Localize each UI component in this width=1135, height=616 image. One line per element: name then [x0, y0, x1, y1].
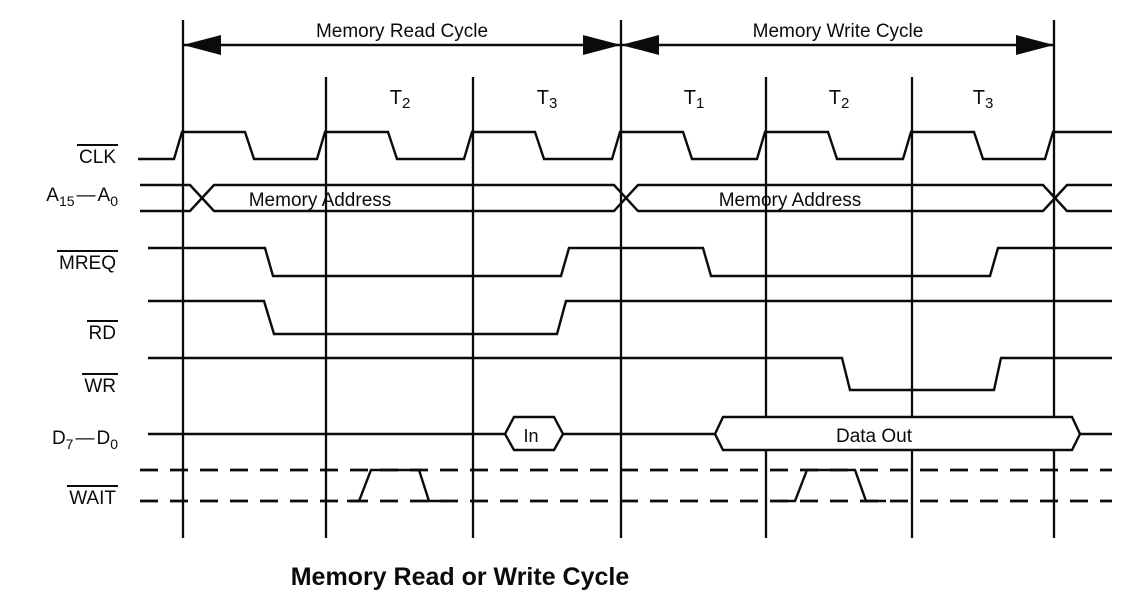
wait-waveform [140, 468, 1112, 503]
wait-label: WAIT [67, 485, 118, 508]
mreq-waveform [148, 246, 1112, 278]
clk-label: CLK [77, 144, 118, 167]
clk-overline: CLK [77, 144, 118, 167]
memory-address-label-read: Memory Address [248, 190, 392, 211]
address-bus-waveform [140, 183, 1112, 213]
address-bus-label: A15—A0 [46, 185, 118, 209]
t-state-label-t2-read: T2 [389, 87, 411, 112]
read-cycle-label-text: Memory Read Cycle [315, 21, 489, 42]
arrowhead-right-icon [583, 35, 621, 55]
t-state-label-t2-write: T2 [828, 87, 850, 112]
data-out-label: Data Out [835, 426, 913, 447]
memory-address-label-write: Memory Address [718, 190, 862, 211]
mreq-label: MREQ [57, 250, 118, 273]
rd-waveform [148, 299, 1112, 336]
write-cycle-label-text: Memory Write Cycle [752, 21, 924, 42]
address-bus-rail-b [140, 183, 1112, 213]
data-bus-waveform [148, 415, 1112, 452]
figure-caption: Memory Read or Write Cycle [290, 563, 630, 591]
mreq-overline: MREQ [57, 250, 118, 273]
arrowhead-left-icon [183, 35, 221, 55]
write-cycle-label: Memory Write Cycle [753, 22, 924, 41]
wait-overline: WAIT [67, 485, 118, 508]
data-in-bubble [503, 415, 565, 452]
arrowhead-right-icon [1016, 35, 1054, 55]
wr-overline: WR [82, 373, 118, 396]
rd-label: RD [86, 320, 118, 343]
wr-label: WR [82, 373, 118, 396]
wr-waveform [148, 356, 1112, 392]
rd-overline: RD [86, 320, 118, 343]
t-state-label-t3-write: T3 [972, 87, 994, 112]
t-state-label-t1-write: T1 [683, 87, 705, 112]
wait-pulse-read [347, 468, 447, 503]
data-in-label: In [523, 426, 539, 446]
data-bus-label: D7—D0 [51, 428, 118, 452]
t-state-label-t3-read: T3 [536, 87, 558, 112]
cycle-arrows [183, 35, 1054, 55]
t-boundary-lines [181, 20, 1056, 538]
read-cycle-label: Memory Read Cycle [316, 22, 488, 41]
clk-waveform [138, 130, 1112, 161]
wait-pulse-write [779, 468, 886, 503]
data-out-bubble [713, 415, 1082, 452]
arrowhead-left-icon [621, 35, 659, 55]
